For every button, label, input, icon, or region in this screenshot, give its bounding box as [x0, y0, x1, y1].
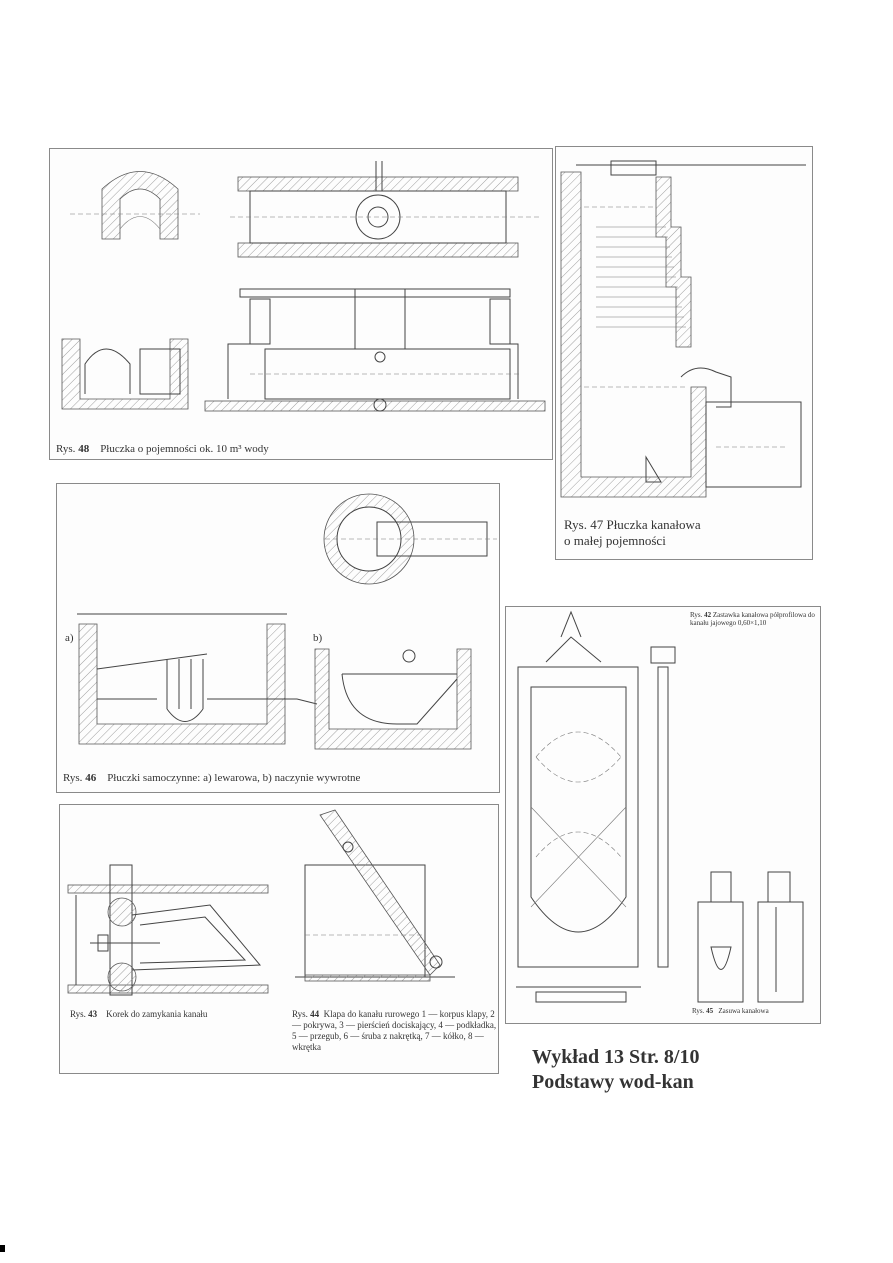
figure-46-drawing [77, 493, 497, 750]
figure-44-caption: Rys. 44 Klapa do kanału rurowego 1 — kor… [292, 1009, 497, 1053]
figure-43-caption: Rys. 43 Korek do zamykania kanału [70, 1009, 270, 1020]
scan-edge-mark [0, 1245, 5, 1252]
figure-42-drawing [516, 610, 804, 1003]
figure-46-number: 46 [85, 772, 97, 784]
figure-44-text: Klapa do kanału rurowego [323, 1009, 420, 1019]
figure-46-text: Płuczki samoczynne: a) lewarowa, b) nacz… [107, 772, 361, 784]
figure-47-caption: Rys. 47 Płuczka kanałowa o małej pojemno… [564, 517, 701, 549]
figure-46-label-a: a) [65, 632, 74, 644]
figure-48-number: 48 [78, 443, 90, 455]
figure-47-line1: Rys. 47 Płuczka kanałowa [564, 517, 701, 532]
figure-47-panel: Rys. 47 Płuczka kanałowa o małej pojemno… [555, 146, 813, 560]
figure-48-prefix: Rys. [56, 443, 76, 455]
figure-42-text: Zastawka kanałowa półprofilowa do kanału… [690, 611, 815, 627]
figure-44-drawing [295, 809, 455, 982]
figure-42-caption: Rys. 42 Zastawka kanałowa półprofilowa d… [690, 611, 818, 627]
figure-45-text: Zasuwa kanałowa [718, 1007, 769, 1015]
figure-48-text: Płuczka o pojemności ok. 10 m³ wody [100, 443, 269, 455]
figure-44-legend: 1 — korpus klapy, 2 — pokrywa, 3 — pierś… [292, 1009, 497, 1052]
footer-course-title: Podstawy wod-kan [532, 1071, 694, 1093]
figure-42-prefix: Rys. [690, 611, 703, 619]
figure-42-45-panel: Rys. 42 Zastawka kanałowa półprofilowa d… [505, 606, 821, 1024]
figure-43-number: 43 [88, 1009, 98, 1019]
figure-45-number: 45 [706, 1007, 714, 1015]
figure-46-panel: a) b) Rys. 46 Płuczki samoczynne: a) lew… [56, 483, 500, 793]
page-footer: Wykład 13 Str. 8/10 Podstawy wod-kan [532, 1045, 699, 1095]
figure-42-number: 42 [704, 611, 712, 619]
figure-43-drawing [67, 864, 269, 996]
figure-43-prefix: Rys. [70, 1009, 86, 1019]
figure-44-prefix: Rys. [292, 1009, 308, 1019]
figure-48-drawing [61, 161, 546, 412]
figure-43-44-panel: Rys. 43 Korek do zamykania kanału Rys. 4… [59, 804, 499, 1074]
figure-46-prefix: Rys. [63, 772, 83, 784]
figure-45-prefix: Rys. [692, 1007, 705, 1015]
figure-46-label-b: b) [313, 632, 323, 644]
figure-48-caption: Rys. 48 Płuczka o pojemności ok. 10 m³ w… [56, 443, 269, 455]
figure-47-drawing [560, 160, 806, 498]
figure-47-line2: o małej pojemności [564, 533, 666, 548]
figure-46-caption: Rys. 46 Płuczki samoczynne: a) lewarowa,… [63, 772, 360, 784]
figure-43-text: Korek do zamykania kanału [106, 1009, 208, 1019]
figure-44-number: 44 [310, 1009, 320, 1019]
footer-lecture-page: Wykład 13 Str. 8/10 [532, 1046, 700, 1068]
figure-48-panel: Rys. 48 Płuczka o pojemności ok. 10 m³ w… [49, 148, 553, 460]
figure-45-caption: Rys. 45 Zasuwa kanałowa [692, 1007, 820, 1015]
